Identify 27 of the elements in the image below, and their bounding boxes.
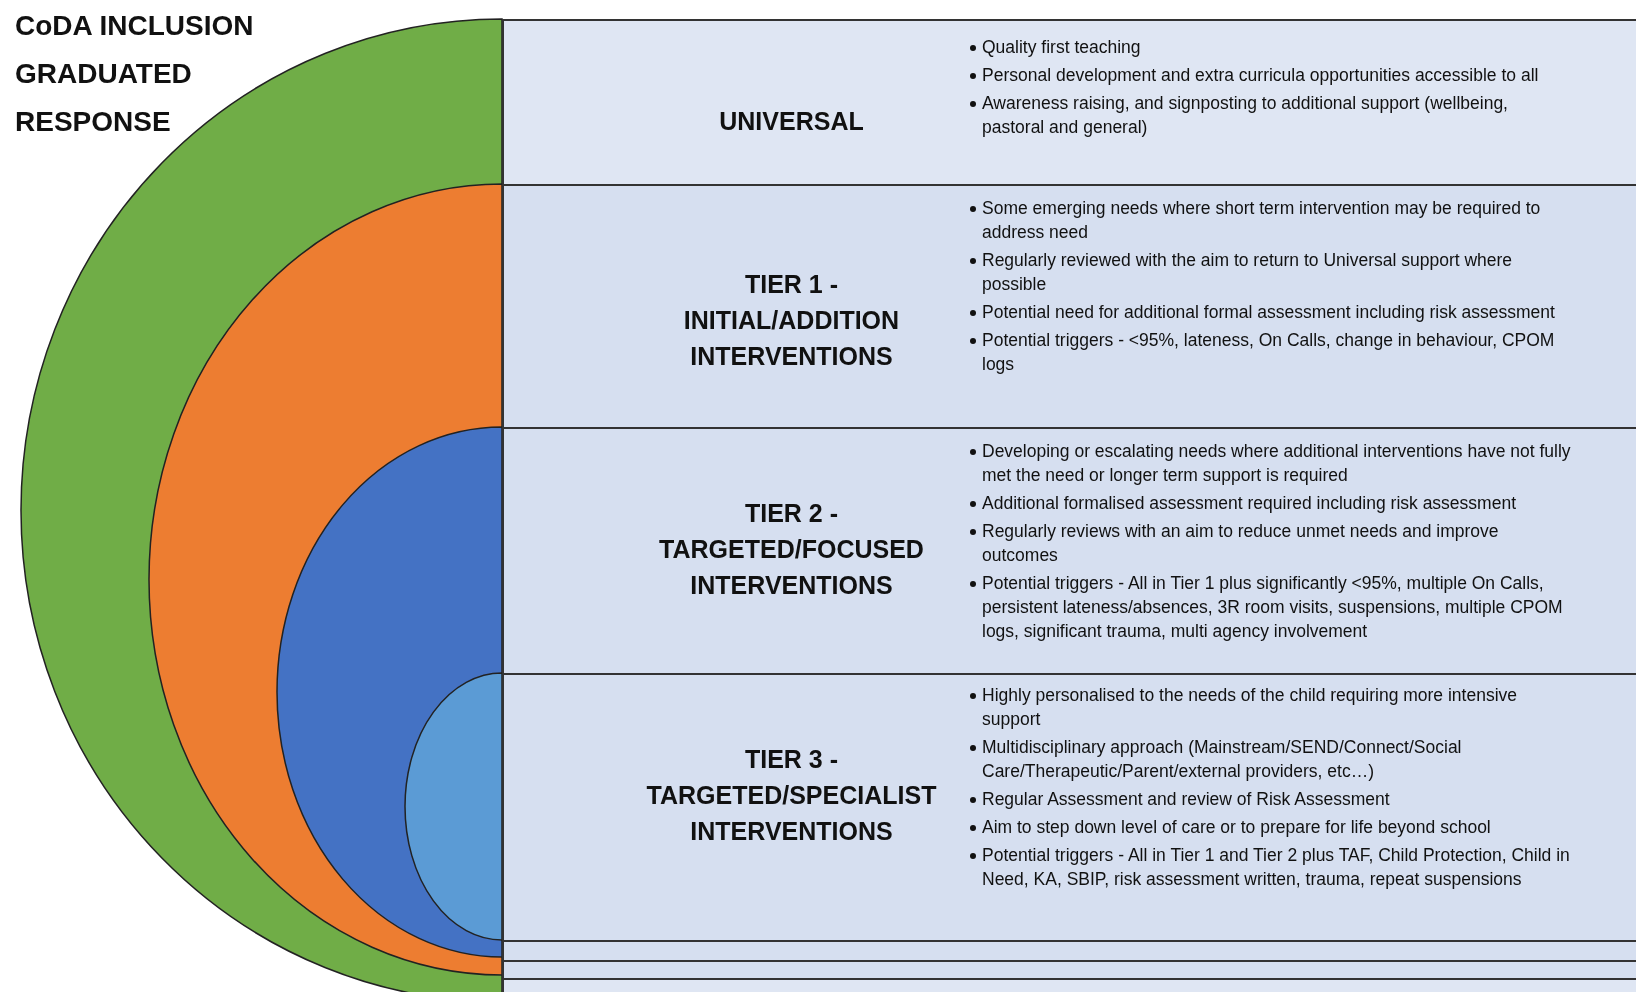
bullet-text: Regularly reviews with an aim to reduce unmet needs and improve outcomes — [981, 520, 1500, 567]
bullet-text: Quality first teaching — [981, 36, 1142, 59]
bullet-text: Additional formalised assessment required including risk assessment — [981, 492, 1517, 515]
bullet-text: Multidisciplinary approach (Mainstream/SEND/Connect/Social Care/Therapeutic/Parent/external providers, etc…) — [981, 736, 1463, 783]
bullet-text: Regularly reviewed with the aim to return to Universal support where possible — [981, 249, 1514, 296]
empty-band — [502, 940, 1636, 960]
bullet-text: Awareness raising, and signposting to additional support (wellbeing, pastoral and general) — [981, 92, 1509, 139]
bullet-text: Some emerging needs where short term intervention may be required to address need — [981, 197, 1542, 244]
tier-heading: UNIVERSAL — [718, 106, 865, 137]
diagram-title: CoDA INCLUSION GRADUATED RESPONSE — [15, 9, 255, 139]
bullet-text: Potential triggers - All in Tier 1 and Tier 2 plus TAF, Child Protection, Child in Need, KA, SBIP, risk assessment written, trauma, repeat suspensions — [981, 844, 1571, 891]
bullet-text: Potential need for additional formal assessment including risk assessment — [981, 301, 1556, 324]
tier-band — [502, 673, 1636, 940]
empty-band — [502, 960, 1636, 978]
bullet-text: Potential triggers - All in Tier 1 plus significantly <95%, multiple On Calls, persistent lateness/absences, 3R room visits, suspensions, multiple CPOM logs, significant trauma, multi agency involvement — [981, 572, 1564, 643]
bullet-text: Highly personalised to the needs of the child requiring more intensive support — [981, 684, 1519, 731]
bullet-text: Personal development and extra curricula opportunities accessible to all — [981, 64, 1540, 87]
bullet-text: Potential triggers - <95%, lateness, On Calls, change in behaviour, CPOM logs — [981, 329, 1556, 376]
tier-heading: TIER 3 - TARGETED/SPECIALIST INTERVENTIONS — [645, 744, 938, 847]
tier-band — [502, 19, 1636, 184]
tier-heading: TIER 2 - TARGETED/FOCUSED INTERVENTIONS — [658, 498, 925, 601]
tier-band — [502, 184, 1636, 427]
bullet-text: Developing or escalating needs where additional interventions have not fully met the need or longer term support is required — [981, 440, 1572, 487]
bullet-text: Aim to step down level of care or to prepare for life beyond school — [981, 816, 1492, 839]
tier-heading: TIER 1 - INITIAL/ADDITION INTERVENTIONS — [682, 269, 901, 372]
bullet-text: Regular Assessment and review of Risk Assessment — [981, 788, 1391, 811]
tier-band — [502, 427, 1636, 673]
